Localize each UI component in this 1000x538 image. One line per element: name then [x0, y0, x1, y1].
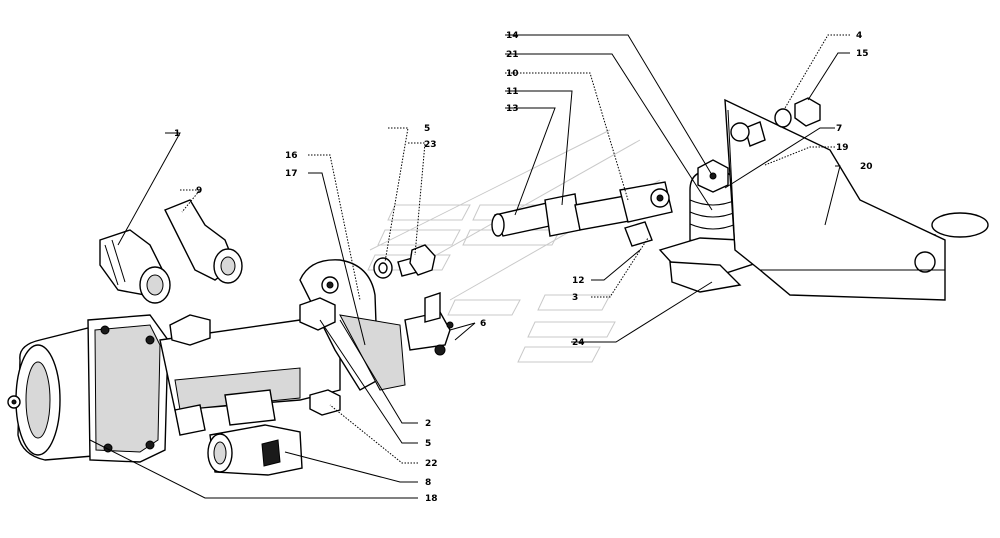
callout-12: 12 [572, 276, 585, 286]
callout-15: 15 [856, 49, 869, 59]
callout-23: 23 [424, 140, 437, 150]
callout-22: 22 [425, 459, 438, 469]
callout-labels: 1 9 16 17 5 23 14 21 10 11 13 4 15 7 19 … [174, 31, 873, 504]
callout-16: 16 [285, 151, 298, 161]
callout-13: 13 [506, 104, 519, 114]
callout-18: 18 [425, 494, 438, 504]
fitting-1 [99, 229, 171, 304]
callout-3: 3 [572, 293, 578, 303]
callout-1: 1 [174, 129, 180, 139]
support-bracket [724, 98, 946, 301]
callout-9: 9 [196, 186, 202, 196]
callout-5: 5 [424, 124, 430, 134]
nut-22 [309, 389, 341, 416]
callout-21: 21 [506, 50, 519, 60]
elbow-fitting [207, 424, 303, 476]
linkage-6 [404, 292, 454, 356]
callout-10: 10 [506, 69, 519, 79]
callout-17: 17 [285, 169, 298, 179]
callout-2: 2 [425, 419, 431, 429]
valve-housing [7, 314, 341, 463]
callout-4: 4 [856, 31, 862, 41]
leader-lines [89, 34, 850, 499]
washer-bolt-23 [373, 244, 436, 279]
callout-19: 19 [836, 143, 849, 153]
callout-8: 8 [425, 478, 431, 488]
rod-assembly [491, 181, 673, 247]
callout-24: 24 [572, 338, 585, 348]
callout-20: 20 [860, 162, 873, 172]
callout-5b: 5 [425, 439, 431, 449]
spring-cap [689, 159, 737, 246]
callout-11: 11 [506, 87, 519, 97]
callout-14: 14 [506, 31, 519, 41]
washer-bolt-15 [774, 97, 821, 128]
callout-6: 6 [480, 319, 486, 329]
fitting-9 [164, 199, 243, 284]
callout-7: 7 [836, 124, 842, 134]
